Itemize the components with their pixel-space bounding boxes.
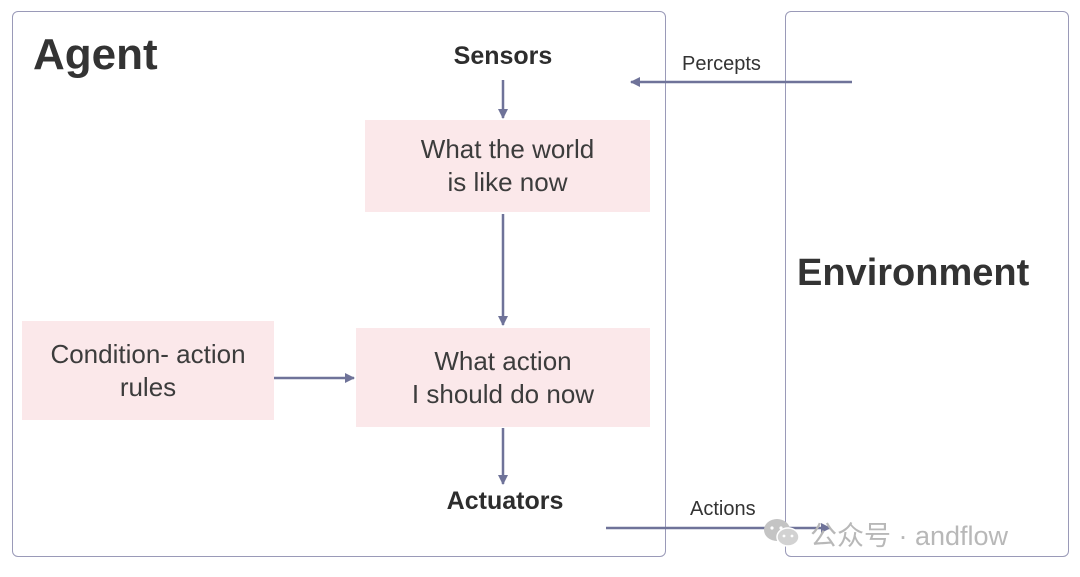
condition-action-rules-box: Condition- action rules [22, 321, 274, 420]
environment-container [785, 11, 1069, 557]
actuators-label: Actuators [446, 487, 564, 515]
percepts-label: Percepts [682, 53, 761, 75]
agent-container [12, 11, 666, 557]
actions-label: Actions [690, 498, 756, 520]
world-state-box: What the world is like now [365, 120, 650, 212]
environment-title: Environment [797, 252, 1030, 294]
rules-line-1: Condition- action [50, 338, 246, 369]
rules-line-2: rules [119, 371, 177, 402]
sensors-label: Sensors [453, 42, 553, 70]
watermark-text: 公众号 · andflow [810, 520, 1009, 551]
wechat-icon [764, 519, 800, 547]
agent-title: Agent [33, 30, 158, 79]
watermark: 公众号 · andflow [762, 516, 1009, 551]
action-choice-box: What action I should do now [356, 328, 650, 427]
world-state-line-1: What the world [420, 134, 595, 164]
world-state-line-2: is like now [447, 167, 568, 197]
action-choice-line-2: I should do now [411, 378, 595, 409]
action-choice-line-1: What action [434, 345, 572, 376]
